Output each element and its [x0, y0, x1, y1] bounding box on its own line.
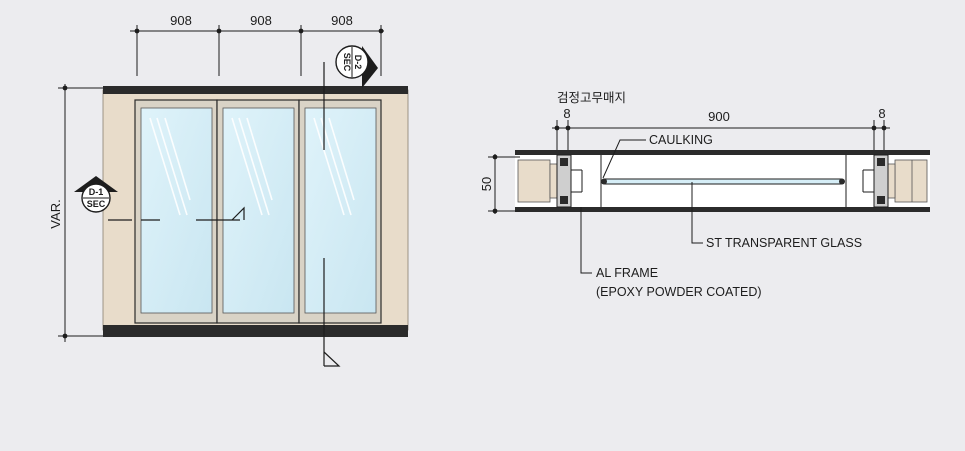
caulking-leader [602, 139, 646, 179]
tag-d2-bottom: SEC [342, 53, 352, 72]
dim-section-height: 50 [479, 177, 494, 191]
section-top-rail [515, 150, 930, 155]
glass-label: ST TRANSPARENT GLASS [706, 236, 862, 250]
left-frame-profile [556, 154, 583, 208]
section-top-dots [554, 125, 887, 131]
frame-leader [580, 207, 592, 274]
dim-right-gap: 8 [878, 106, 885, 121]
section-tag-d1: D-1 SEC [74, 176, 132, 221]
dim-top-3: 908 [331, 13, 353, 28]
frame-label-line1: AL FRAME [596, 266, 658, 280]
dim-center-span: 900 [708, 109, 730, 124]
caulking-label: CAULKING [649, 133, 713, 147]
left-wall-block [517, 159, 551, 203]
section-bottom-rail [515, 207, 930, 212]
height-label: VAR. [48, 199, 63, 228]
section-tag-d2: D-2 SEC [335, 45, 378, 88]
height-dimension-line [58, 84, 103, 342]
threshold-frame [103, 325, 408, 337]
right-frame-profile [862, 154, 889, 208]
handle-mark-2-flag [231, 206, 245, 221]
caulking-bead-left [601, 178, 607, 185]
tag-d2-top: D-2 [353, 55, 363, 70]
head-frame [103, 86, 408, 94]
right-wall-block [894, 159, 928, 203]
door-panel-3-glass [304, 107, 377, 314]
door-elevation: 908 908 908 VAR. D-1 SEC D-2 S [48, 13, 409, 367]
tag-d1-top: D-1 [89, 187, 104, 197]
section-cut-flag [323, 351, 341, 367]
frame-label-line2: (EPOXY POWDER COATED) [596, 285, 762, 299]
height-dot-top [62, 85, 68, 91]
height-dot-bottom [62, 333, 68, 339]
dim-top-2: 908 [250, 13, 272, 28]
tag-d1-bottom: SEC [87, 199, 106, 209]
dim-top-1: 908 [170, 13, 192, 28]
frame-section: 검정고무매지 8 900 8 [479, 91, 930, 299]
glass-leader [691, 182, 703, 244]
door-panel-1-glass [140, 107, 213, 314]
caulking-bead-right [839, 178, 845, 185]
glass-pane [603, 178, 843, 185]
gasket-note: 검정고무매지 [557, 91, 626, 105]
glass-reflection-lines [149, 117, 355, 216]
top-dimension-dots [134, 28, 384, 34]
dim-left-gap: 8 [563, 106, 570, 121]
door-panel-2-glass [222, 107, 295, 314]
top-dimension-line [130, 25, 384, 76]
